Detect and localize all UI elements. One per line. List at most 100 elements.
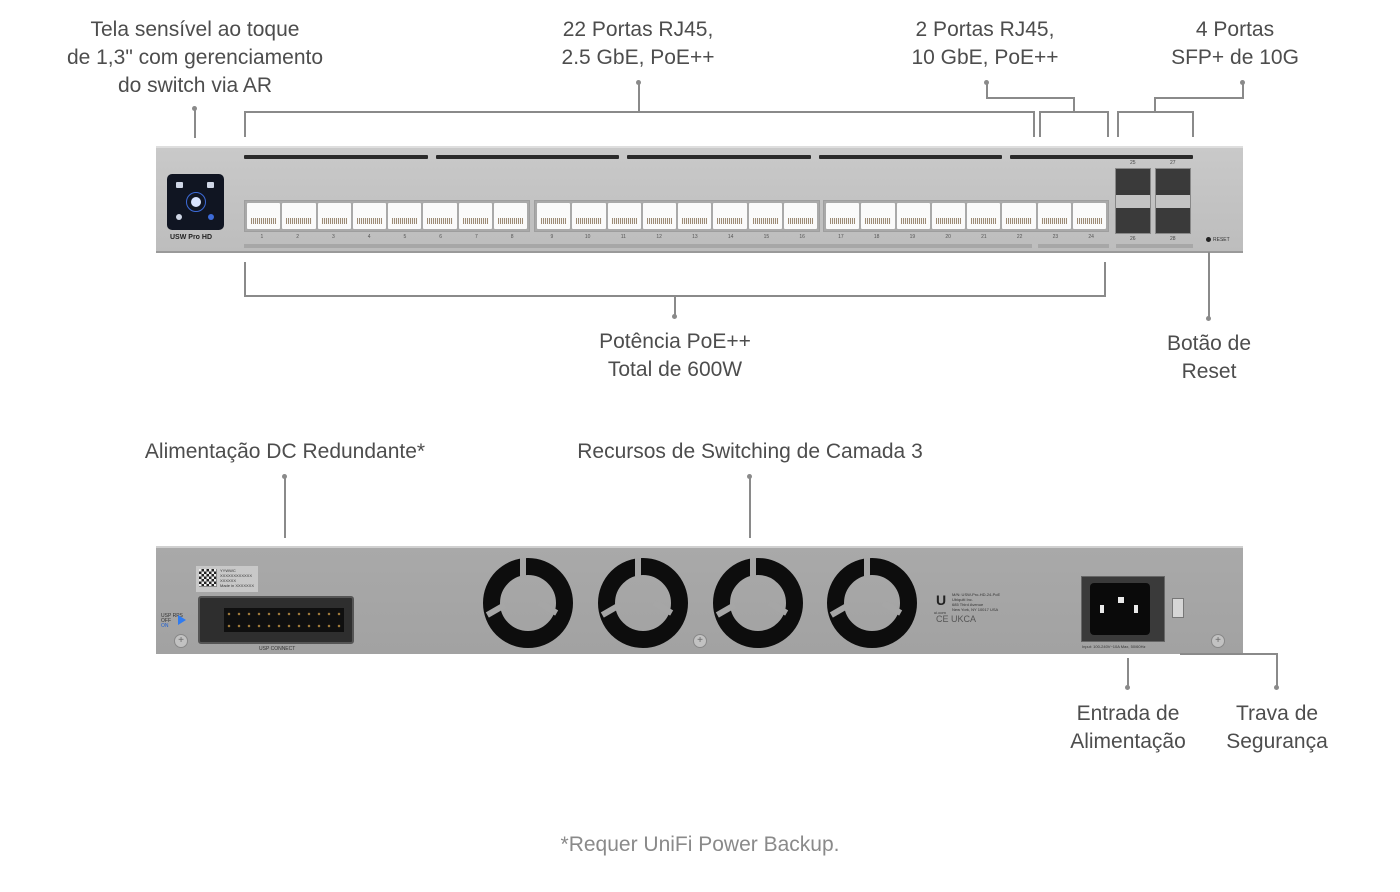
- rj45-port[interactable]: [1072, 203, 1106, 229]
- reset-button[interactable]: RESET: [1206, 237, 1230, 243]
- rj45-port[interactable]: [352, 203, 386, 229]
- sfp-label: 28: [1170, 236, 1176, 242]
- sfp-port-cage[interactable]: [1155, 168, 1191, 234]
- leader-dot: [1125, 685, 1130, 690]
- rj45-port[interactable]: [678, 203, 712, 229]
- qr-code: [199, 569, 217, 587]
- serial-sticker: YYWWC XXXXXXXXXXXX XXXXXX Made in XXXXXX…: [196, 566, 258, 592]
- callout-dc-power: Alimentação DC Redundante*: [144, 440, 426, 463]
- sticker-line: Made in XXXXXXX: [220, 583, 255, 588]
- port-label: 10: [584, 234, 591, 240]
- rj45-port[interactable]: [748, 203, 782, 229]
- rj45-port[interactable]: [388, 203, 422, 229]
- led-bar: [436, 155, 619, 159]
- info-icon: [176, 214, 182, 220]
- rj45-port[interactable]: [458, 203, 492, 229]
- callout-rj45-10g: 2 Portas RJ45, 10 GbE, PoE++: [911, 18, 1059, 69]
- callout-rj45-2-5g: 22 Portas RJ45, 2.5 GbE, PoE++: [561, 18, 715, 69]
- callout-touchscreen: Tela sensível ao toque de 1,3" com geren…: [66, 18, 324, 97]
- port-label: 21: [981, 234, 987, 240]
- port-label: 16: [799, 234, 805, 240]
- leader-line: [1127, 658, 1129, 686]
- touchscreen[interactable]: [167, 174, 224, 230]
- brand-domain: ui.com: [934, 610, 946, 615]
- leader-line: [674, 296, 676, 316]
- leader-line: [1154, 97, 1244, 99]
- fan-vent: [598, 558, 688, 648]
- leader-line: [638, 84, 640, 112]
- port-group-2: [534, 200, 820, 232]
- usp-connect-label: USP CONNECT: [259, 646, 296, 652]
- model-label: USW Pro HD: [170, 234, 212, 241]
- rj45-port[interactable]: [247, 203, 281, 229]
- bracket-line: [1107, 111, 1109, 137]
- port-label: 6: [439, 234, 443, 240]
- leader-line: [1242, 84, 1244, 98]
- rj45-port[interactable]: [282, 203, 316, 229]
- rj45-port[interactable]: [967, 203, 1001, 229]
- leader-dot: [192, 106, 197, 111]
- port-label: 4: [367, 234, 371, 240]
- port-label: 5: [403, 234, 407, 240]
- security-lock-slot[interactable]: [1172, 598, 1184, 618]
- leader-line: [986, 97, 1075, 99]
- touch-ring: [186, 192, 206, 212]
- certification-marks: CE UKCA: [936, 614, 977, 624]
- port-group-3: [823, 200, 1109, 232]
- port-label: 1: [260, 234, 264, 240]
- rj45-port[interactable]: [493, 203, 527, 229]
- rj45-port[interactable]: [1002, 203, 1036, 229]
- led-bar: [244, 155, 428, 159]
- bracket-line: [244, 262, 246, 296]
- rj45-port[interactable]: [931, 203, 965, 229]
- stats-icon: [207, 182, 214, 188]
- status-icon: [208, 214, 214, 220]
- callout-sfp: 4 Portas SFP+ de 10G: [1171, 18, 1299, 69]
- sfp-port-cage[interactable]: [1115, 168, 1151, 234]
- footnote: *Requer UniFi Power Backup.: [560, 833, 840, 856]
- rj45-port[interactable]: [826, 203, 860, 229]
- led-bar: [1010, 155, 1193, 159]
- port-label: 8: [510, 234, 514, 240]
- screw-icon: +: [1211, 634, 1225, 648]
- rj45-port[interactable]: [896, 203, 930, 229]
- port-label: 22: [1016, 234, 1023, 240]
- rj45-port[interactable]: [317, 203, 351, 229]
- power-input-socket[interactable]: [1081, 576, 1165, 642]
- sticker-line: XXXXXXXXXXXX: [220, 573, 253, 578]
- rj45-port[interactable]: [572, 203, 606, 229]
- bracket-line: [1104, 262, 1106, 296]
- rj45-port[interactable]: [537, 203, 571, 229]
- port-label: 23: [1052, 234, 1059, 240]
- port-label: 14: [727, 234, 734, 240]
- usp-connect-port[interactable]: [198, 596, 354, 644]
- leader-line: [284, 478, 286, 538]
- callout-poe-budget: Potência PoE++ Total de 600W: [599, 330, 751, 381]
- port-label: 9: [550, 234, 554, 240]
- bracket-line: [1192, 111, 1194, 137]
- leader-dot: [1240, 80, 1245, 85]
- rj45-port[interactable]: [423, 203, 457, 229]
- leader-line: [1073, 97, 1075, 111]
- led-bar: [627, 155, 811, 159]
- regulatory-line: New York, NY 10017 USA: [952, 607, 999, 612]
- port-label: 12: [656, 234, 662, 240]
- rj45-port[interactable]: [861, 203, 895, 229]
- bracket-line: [1033, 111, 1035, 137]
- bracket-line: [1039, 111, 1041, 137]
- port-label: 19: [909, 234, 916, 240]
- rj45-port[interactable]: [642, 203, 676, 229]
- rj45-port[interactable]: [783, 203, 817, 229]
- rj45-port[interactable]: [1037, 203, 1071, 229]
- usp-rps-toggle[interactable]: [178, 615, 186, 625]
- sticker-line: YYWWC: [220, 568, 236, 573]
- fan-vent: [713, 558, 803, 648]
- rj45-port[interactable]: [607, 203, 641, 229]
- sfp-label: 25: [1130, 160, 1136, 166]
- screw-icon: +: [174, 634, 188, 648]
- rj45-port[interactable]: [713, 203, 747, 229]
- usp-off-text: OFF: [161, 618, 171, 624]
